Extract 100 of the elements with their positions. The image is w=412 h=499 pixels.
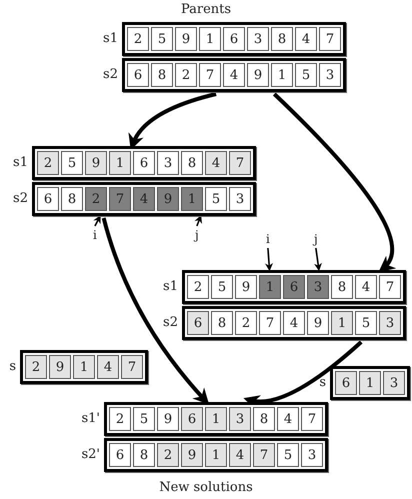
gene-cell: 1 [205,443,227,467]
gene-cell: 3 [229,407,251,431]
gene-cell: 9 [85,151,107,175]
gene-cell: 2 [187,275,209,299]
pointer-label: j [314,232,318,246]
row-label: s2 [103,67,118,82]
gene-cell: 7 [229,151,251,175]
gene-cell: 7 [319,27,341,51]
gene-row [122,58,346,92]
gene-cell: 9 [307,311,329,335]
gene-cell: 4 [205,151,227,175]
gene-cell: 4 [229,443,251,467]
row-label: s1 [13,155,28,170]
gene-cell: 3 [307,275,329,299]
gene-cell: 5 [211,275,233,299]
gene-cell: 1 [271,63,293,87]
gene-cell: 2 [175,63,197,87]
gene-cell: 2 [157,443,179,467]
gene-cell: 8 [181,151,203,175]
arrow [314,248,322,272]
gene-cell: 1 [73,355,95,379]
gene-cell: 6 [223,27,245,51]
row-label: s1 [103,31,118,46]
gene-cell: 5 [295,63,317,87]
row-label: s2 [13,191,28,206]
gene-cell: 3 [247,27,269,51]
gene-cell: 7 [199,63,221,87]
caption: New solutions [158,480,254,495]
gene-cell: 6 [109,443,131,467]
gene-cell: 3 [379,311,401,335]
gene-cell: 1 [199,27,221,51]
arrow [102,217,210,405]
gene-row [32,182,256,216]
gene-cell: 8 [61,187,83,211]
gene-cell: 9 [157,187,179,211]
gene-cell: 5 [277,443,299,467]
gene-cell: 6 [181,407,203,431]
gene-row [122,22,346,56]
gene-cell: 1 [109,151,131,175]
gene-cell: 4 [355,275,377,299]
gene-cell: 1 [181,187,203,211]
gene-cell: 7 [121,355,143,379]
pointer-label: j [195,228,199,242]
gene-cell: 5 [355,311,377,335]
gene-cell: 4 [295,27,317,51]
row-label: s [9,359,16,374]
pointer-label: i [266,232,270,246]
gene-cell: 3 [157,151,179,175]
gene-row [32,146,256,180]
row-label: s2' [81,447,100,462]
gene-cell: 3 [383,371,405,395]
gene-cell: 1 [331,311,353,335]
gene-cell: 6 [335,371,357,395]
gene-cell: 9 [157,407,179,431]
gene-row [104,402,328,436]
gene-cell: 5 [151,27,173,51]
gene-cell: 4 [97,355,119,379]
gene-cell: 2 [25,355,47,379]
gene-cell: 8 [253,407,275,431]
gene-cell: 5 [205,187,227,211]
gene-cell: 1 [259,275,281,299]
gene-cell: 7 [109,187,131,211]
gene-cell: 6 [127,63,149,87]
gene-cell: 6 [187,311,209,335]
gene-cell: 8 [271,27,293,51]
gene-cell: 5 [61,151,83,175]
arrow [265,248,273,272]
gene-row [20,350,148,384]
gene-cell: 3 [229,187,251,211]
arrow [272,92,396,273]
gene-cell: 1 [205,407,227,431]
gene-cell: 7 [259,311,281,335]
gene-cell: 4 [223,63,245,87]
gene-cell: 9 [235,275,257,299]
gene-cell: 9 [181,443,203,467]
arrow [194,215,202,226]
gene-cell: 3 [319,63,341,87]
gene-cell: 6 [133,151,155,175]
gene-cell: 6 [37,187,59,211]
gene-cell: 1 [359,371,381,395]
row-label: s2 [163,315,178,330]
gene-cell: 9 [175,27,197,51]
gene-cell: 2 [37,151,59,175]
gene-cell: 2 [127,27,149,51]
gene-cell: 6 [283,275,305,299]
gene-cell: 8 [331,275,353,299]
gene-cell: 7 [379,275,401,299]
row-label: s [319,375,326,390]
gene-cell: 9 [49,355,71,379]
title: Parents [180,2,232,17]
gene-cell: 7 [301,407,323,431]
gene-cell: 8 [151,63,173,87]
gene-cell: 2 [109,407,131,431]
gene-cell: 9 [247,63,269,87]
gene-cell: 4 [277,407,299,431]
gene-cell: 2 [85,187,107,211]
gene-row [182,270,406,304]
gene-cell: 4 [133,187,155,211]
gene-cell: 7 [253,443,275,467]
gene-row [182,306,406,340]
